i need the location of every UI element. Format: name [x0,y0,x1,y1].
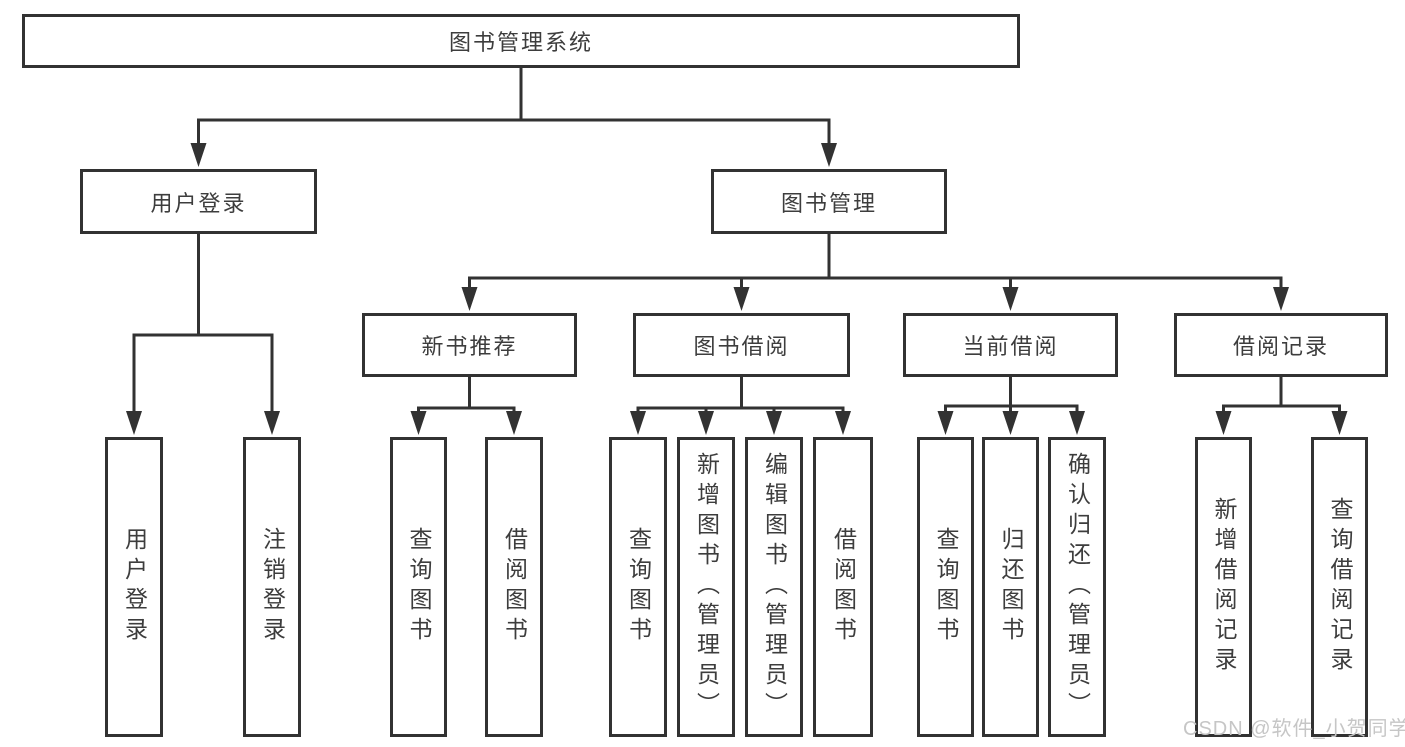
leaf-borrow-books: 借阅图书 [813,437,873,737]
node-current-borrow: 当前借阅 [903,313,1118,377]
leaf-add-borrow-record: 新增借阅记录 [1195,437,1252,737]
node-book-borrow: 图书借阅 [633,313,850,377]
leaf-confirm-return-admin: 确认归还（管理员） [1048,437,1106,737]
leaf-query-books-current: 查询图书 [917,437,974,737]
leaf-user-login: 用户登录 [105,437,163,737]
leaf-return-book: 归还图书 [982,437,1039,737]
csdn-watermark: CSDN @软件_小贺同学 [1183,718,1405,740]
connector-user-login-to-leaves [126,234,280,435]
node-book-management: 图书管理 [711,169,947,234]
node-user-login: 用户登录 [80,169,317,234]
connector-book-management-to-level3 [461,233,1289,311]
leaf-query-books-borrow: 查询图书 [609,437,667,737]
connector-borrow-records-to-leaves [1215,377,1348,435]
leaf-add-book-admin: 新增图书（管理员） [677,437,735,737]
leaf-query-borrow-record: 查询借阅记录 [1311,437,1368,737]
leaf-edit-book-admin: 编辑图书（管理员） [745,437,803,737]
node-root-system: 图书管理系统 [22,14,1020,68]
leaf-logout: 注销登录 [243,437,301,737]
node-new-book-recommend: 新书推荐 [362,313,577,377]
connector-new-books-to-leaves [410,377,522,435]
leaf-borrow-books-recommend: 借阅图书 [485,437,543,737]
connector-current-borrow-to-leaves [937,377,1085,435]
connector-root-to-level2 [190,68,837,167]
leaf-query-books-recommend: 查询图书 [390,437,447,737]
connector-book-borrow-to-leaves [630,377,851,435]
node-borrow-records: 借阅记录 [1174,313,1388,377]
